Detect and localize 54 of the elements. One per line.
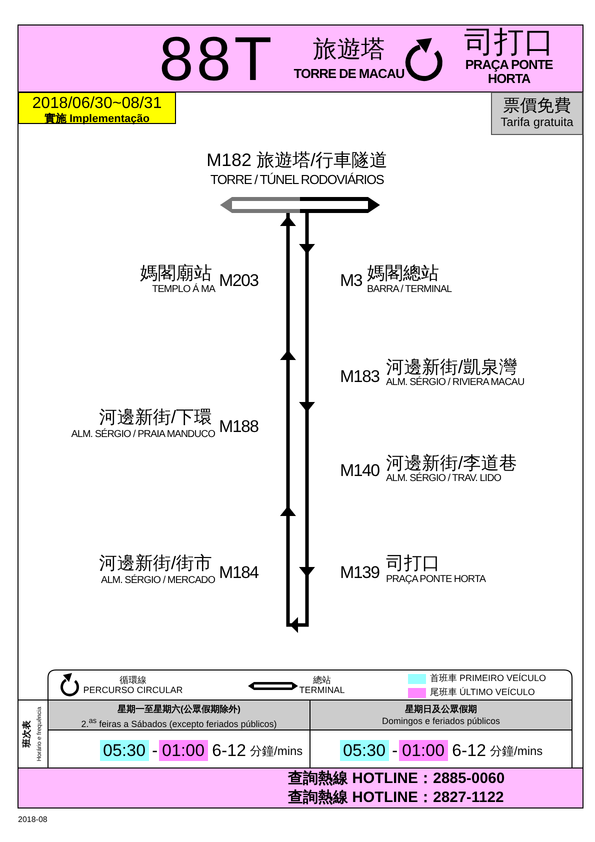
stop-code: M140 bbox=[340, 462, 380, 479]
frequency-unit: 分鐘/mins bbox=[490, 745, 543, 757]
column-heading: 星期日及公眾假期 bbox=[405, 705, 477, 714]
destination-name-portuguese: TORRE DE MACAU bbox=[294, 67, 404, 80]
first-bus-time: 05:30 bbox=[340, 740, 389, 761]
stop-name-portuguese: ALM. SÉRGIO / RIVIERA MACAU bbox=[386, 378, 524, 388]
stop-name: 河邊新街/下環 bbox=[98, 408, 212, 426]
route-arrow bbox=[280, 213, 315, 633]
stop-name: 媽閣總站 bbox=[367, 264, 439, 282]
stop-name-portuguese: TORRE / TÚNEL RODOVIÁRIOS bbox=[210, 173, 384, 186]
last-bus-time: 01:00 bbox=[399, 740, 448, 761]
legend-text: 尾班車 ÚLTIMO VEÍCULO bbox=[430, 688, 535, 697]
stop-name: 河邊新街/李道巷 bbox=[386, 454, 518, 472]
bus-frequency: 6-12 bbox=[452, 742, 486, 759]
hotline-text: 查詢熱線 HOTLINE：2885-0060 bbox=[288, 771, 505, 786]
stop-code: M139 bbox=[340, 564, 380, 581]
route-number: 88T bbox=[159, 29, 275, 91]
column-heading: 星期一至星期六(公眾假期除外) bbox=[118, 705, 240, 714]
bus-frequency: 6-12 bbox=[212, 742, 246, 759]
stop-name-portuguese: PRAÇA PONTE HORTA bbox=[386, 575, 486, 585]
stop-code: M3 bbox=[340, 272, 362, 289]
legend-text: 總站 TERMINAL bbox=[299, 675, 345, 696]
stop-name-portuguese: TEMPLO Á MA bbox=[152, 285, 215, 295]
legend-text: 循環線 PERCURSO CIRCULAR bbox=[83, 675, 183, 696]
stop-name-portuguese: BARRA / TERMINAL bbox=[367, 285, 452, 295]
stop-code: M184 bbox=[219, 564, 258, 581]
destination-name: 旅遊塔 bbox=[313, 38, 385, 62]
stop-name-portuguese: ALM. SÉRGIO / MERCADO bbox=[101, 576, 215, 586]
stop-name: 河邊新街/街市 bbox=[98, 554, 212, 572]
stop-name-portuguese: ALM. SÉRGIO / TRAV. LIDO bbox=[386, 474, 502, 484]
stop-name: 司打口 bbox=[386, 554, 440, 572]
stop-name: 河邊新街/凱泉灣 bbox=[386, 358, 518, 376]
table-heading: 班次表 bbox=[22, 720, 32, 748]
version-date: 2018-08 bbox=[18, 816, 48, 824]
destination-name: 司打口 bbox=[464, 28, 554, 58]
last-bus-time: 01:00 bbox=[159, 740, 208, 761]
column-heading: 2.$^{as}$ feiras a Sábados (excepto feriados públicos) bbox=[81, 717, 277, 729]
stop-code: M183 bbox=[340, 368, 380, 385]
terminal-bar bbox=[220, 197, 380, 213]
date-box: 2018/06/30~08/31 實施 Implementação bbox=[18, 92, 176, 124]
hotline-text: 查詢熱線 HOTLINE：2827-1122 bbox=[288, 790, 504, 805]
stop-name: M182 旅遊塔/行車隧道 bbox=[206, 151, 388, 169]
frequency-unit: 分鐘/mins bbox=[250, 745, 303, 757]
time-separator: - bbox=[152, 742, 158, 759]
column-heading: Domingos e feriados públicos bbox=[382, 717, 500, 726]
stop-name-portuguese: ALM. SÉRGIO / PRAIA MANDUCO bbox=[71, 430, 215, 440]
first-bus-time: 05:30 bbox=[100, 740, 149, 761]
time-separator: - bbox=[392, 742, 398, 759]
legend-text: 首班車 PRIMEIRO VEÍCULO bbox=[430, 674, 546, 683]
stop-code: M188 bbox=[219, 418, 258, 435]
stop-name: 媽閣廟站 bbox=[140, 264, 212, 282]
stop-code: M203 bbox=[219, 272, 258, 289]
fare-box: 票價免費 Tarifa gratuita bbox=[491, 92, 583, 135]
destination-name-portuguese: PRAÇA PONTE HORTA bbox=[464, 58, 554, 86]
